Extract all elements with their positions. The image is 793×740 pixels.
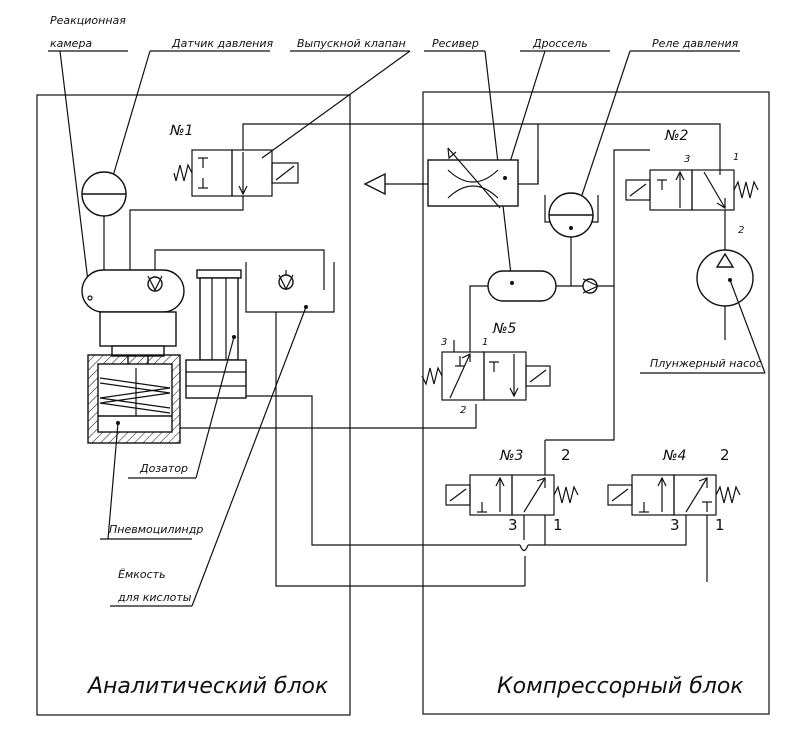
valve-4 [607, 474, 741, 516]
label-receiver: Ресивер [432, 37, 479, 50]
label-reaction-chamber-1: Реакционная [50, 14, 126, 27]
label-pressure-relay: Реле давления [652, 37, 739, 50]
analytical-block-frame [36, 94, 351, 716]
v3-port-2: 2 [561, 446, 571, 464]
v3-port-1: 1 [553, 516, 563, 534]
valve-1 [173, 149, 299, 197]
label-acid-tank-2: для кислоты [117, 591, 192, 604]
acid-tank [245, 262, 335, 313]
pressure-sensor [81, 171, 127, 270]
compressor-block-label: Компрессорный блок [497, 674, 744, 699]
reaction-chamber [81, 262, 185, 369]
compressor-block-frame [422, 91, 770, 715]
valve-5-label: №5 [492, 321, 517, 337]
v5-port-3: 3 [441, 337, 447, 348]
label-pneumocylinder: Пневмоцилиндр [109, 523, 203, 536]
pressure-relay [544, 192, 599, 286]
label-plunger-pump: Плунжерный насос [650, 357, 762, 370]
valve-5 [421, 351, 551, 401]
label-acid-tank-1: Ёмкость [118, 568, 166, 581]
label-dosator: Дозатор [139, 462, 188, 475]
valve-2-label: №2 [664, 128, 689, 144]
throttle [427, 147, 519, 209]
v4-port-3: 3 [670, 516, 680, 534]
valve-3-label: №3 [499, 448, 523, 464]
valve-4-label: №4 [662, 448, 686, 464]
v3-port-3: 3 [508, 516, 518, 534]
v5-port-1: 1 [482, 337, 488, 348]
v2-port-1: 1 [733, 152, 739, 163]
label-pressure-sensor: Датчик давления [171, 37, 273, 50]
label-throttle: Дроссель [532, 37, 588, 50]
v4-port-1: 1 [715, 516, 725, 534]
label-reaction-chamber-2: камера [50, 37, 92, 50]
valve-2 [625, 169, 759, 211]
v4-port-2: 2 [720, 446, 730, 464]
label-exhaust-valve: Выпускной клапан [297, 37, 406, 50]
pneumocylinder [185, 269, 247, 399]
valve-1-label: №1 [169, 123, 193, 139]
receiver [487, 270, 557, 302]
v2-port-2: 2 [738, 225, 744, 236]
plunger-pump [696, 249, 754, 340]
valve-3 [445, 474, 579, 516]
analytical-block-label: Аналитический блок [86, 674, 329, 699]
dosator-housing [87, 354, 181, 444]
v2-port-3: 3 [684, 154, 690, 165]
v5-port-2: 2 [460, 405, 466, 416]
